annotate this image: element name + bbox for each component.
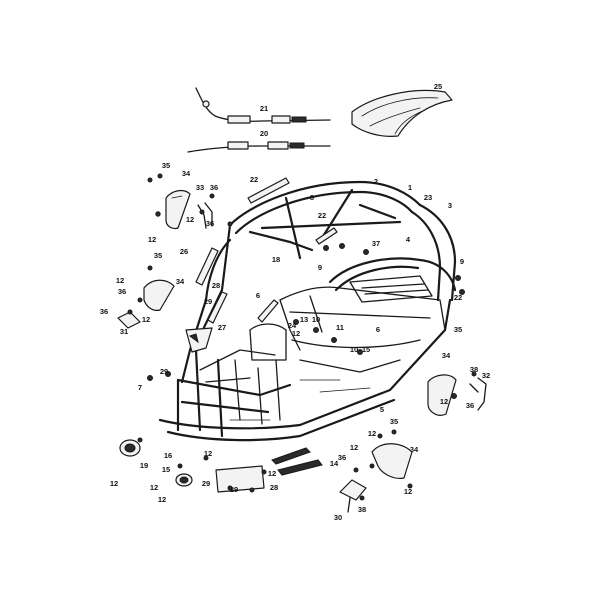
hardware-bolts [127,173,477,501]
callout-label: 1 [408,183,412,192]
callout-label: 20 [260,129,268,138]
callout-label: 26 [180,247,188,256]
cable-20 [187,141,331,153]
callout-label: 29 [204,297,212,306]
callout-label: 6 [376,325,380,334]
callout-label: 9 [460,257,464,266]
tube-22-top [247,177,290,204]
callout-label: 14 [330,459,339,468]
callout-label: 35 [390,417,398,426]
callout-label: 34 [182,169,191,178]
callout-label: 28 [212,281,220,290]
callout-label: 16 [164,451,172,460]
callout-label: 36 [466,401,474,410]
callout-label: 21 [260,104,268,113]
callout-label: 33 [196,183,204,192]
callout-label: 22 [250,175,258,184]
callout-label: 34 [442,351,451,360]
callout-label: 29 [202,479,210,488]
pads-14 [271,447,323,476]
callout-label: 4 [406,235,411,244]
tube-28 [207,291,228,324]
callout-label: 28 [270,483,278,492]
callout-label: 38 [470,365,478,374]
fender-34-lower [371,443,413,479]
callout-label: 15 [362,345,370,354]
callout-label: 27 [218,323,226,332]
callout-label: 23 [424,193,432,202]
callout-label: 12 [142,315,150,324]
callout-label: 22 [454,293,462,302]
callout-label: 12 [268,469,276,478]
callout-label: 10 [312,315,320,324]
callout-label: 34 [176,277,185,286]
callout-label: 12 [350,443,358,452]
plate-27 [185,327,213,353]
tube-22-mid [315,227,338,245]
callout-label: 6 [256,291,260,300]
callout-label: 12 [404,487,412,496]
bracket-33 [197,202,213,229]
fender-34-upper-left [165,189,191,230]
cable-21 [195,87,331,124]
callout-label: 11 [336,323,344,332]
bracket-32 [469,377,487,411]
roll-cage-frame [158,180,457,442]
callout-label: 12 [148,235,156,244]
light-15 [175,473,193,487]
callout-label: 35 [154,251,162,260]
callout-label: 22 [318,211,326,220]
callout-label: 12 [150,483,158,492]
roof-panel [351,89,453,137]
callout-label: 37 [372,239,380,248]
callout-label: 12 [116,276,124,285]
bracket-30 [339,479,367,513]
callout-label: 36 [118,287,126,296]
tube-26 [195,247,219,286]
callout-label: 30 [334,513,342,522]
headlight-19 [119,439,141,457]
fender-34-right [427,374,457,416]
callout-label: 9 [318,263,322,272]
callout-label: 24 [288,321,297,330]
callout-label: 12 [292,329,300,338]
callout-label: 2 [374,177,378,186]
callout-label: 3 [448,201,452,210]
callout-label: 36 [338,453,346,462]
fender-34-mid-left [143,279,175,311]
callout-label: 36 [100,307,108,316]
callout-label: 35 [162,161,170,170]
callout-label: 18 [272,255,280,264]
callout-label: 12 [158,495,166,504]
callout-label: 13 [300,315,308,324]
callout-label: 15 [162,465,170,474]
callout-label: 7 [138,383,142,392]
callout-label: 12 [186,215,194,224]
callout-label: 19 [140,461,148,470]
callout-label: 31 [120,327,128,336]
callout-label: 29 [160,367,168,376]
callout-label: 36 [206,219,214,228]
callout-label: 25 [434,82,442,91]
callout-label: 8 [310,193,314,202]
callout-label: 5 [380,405,384,414]
callout-label: 34 [410,445,419,454]
bracket-31 [117,311,141,329]
callout-label: 12 [204,449,212,458]
callout-label: 38 [358,505,366,514]
callout-label: 29 [230,485,238,494]
plate-28 [215,465,265,493]
callout-label: 35 [454,325,462,334]
callout-label: 10 [350,345,358,354]
callout-label: 36 [210,183,218,192]
callout-label: 12 [440,397,448,406]
tube-6 [257,299,279,323]
callout-label: 12 [368,429,376,438]
callout-label: 32 [482,371,490,380]
callout-label: 12 [110,479,118,488]
